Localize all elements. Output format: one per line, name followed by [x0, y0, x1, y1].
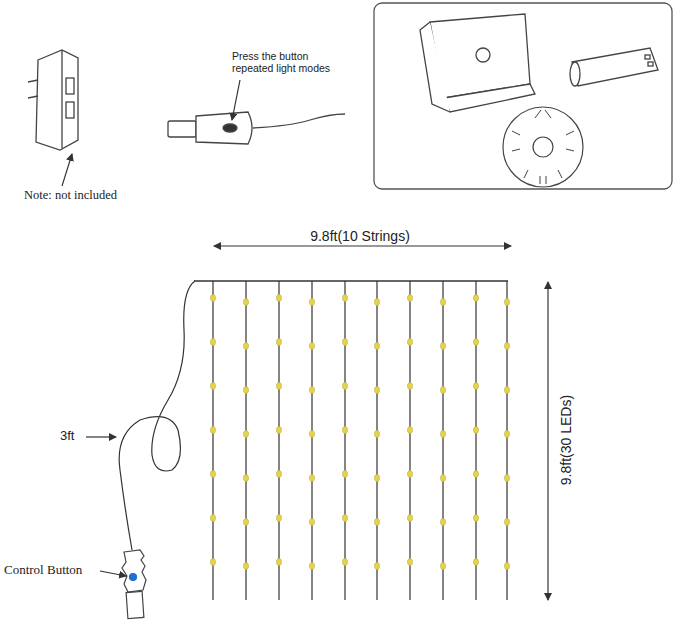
led [440, 563, 445, 570]
light-string [212, 281, 213, 600]
led [374, 519, 379, 526]
led [473, 339, 478, 346]
led [210, 471, 215, 478]
led [374, 563, 379, 570]
led [374, 431, 379, 438]
led [243, 475, 248, 482]
led [473, 471, 478, 478]
led [374, 387, 379, 394]
led [473, 559, 478, 566]
led [440, 343, 445, 350]
led [440, 387, 445, 394]
led [473, 427, 478, 434]
power-adapter [28, 50, 78, 150]
power-bank [570, 48, 658, 86]
led [342, 471, 347, 478]
usb-controller [168, 112, 345, 144]
led [210, 427, 215, 434]
led [473, 383, 478, 390]
note: Note: not included [24, 188, 117, 202]
led [210, 295, 215, 302]
led [210, 339, 215, 346]
led [374, 343, 379, 350]
light-string [245, 281, 246, 600]
led [342, 339, 347, 346]
led [407, 383, 412, 390]
led [342, 383, 347, 390]
length-label: 3ft [60, 429, 74, 444]
usb-plug [122, 550, 146, 619]
light-string [344, 281, 345, 600]
led [407, 427, 412, 434]
led [473, 295, 478, 302]
led [440, 475, 445, 482]
led [210, 559, 215, 566]
led [374, 475, 379, 482]
light-string [311, 281, 312, 600]
led [504, 299, 509, 306]
led [407, 295, 412, 302]
led [243, 299, 248, 306]
led [342, 295, 347, 302]
led [440, 431, 445, 438]
power-cord [119, 281, 195, 550]
led [440, 519, 445, 526]
led [504, 563, 509, 570]
light-string [442, 281, 443, 600]
led [276, 559, 281, 566]
led [342, 515, 347, 522]
led [309, 387, 314, 394]
laptop [420, 14, 535, 112]
led [276, 471, 281, 478]
led [276, 295, 281, 302]
power-source-panel [374, 3, 672, 189]
led [276, 339, 281, 346]
led [243, 563, 248, 570]
led [504, 431, 509, 438]
led [276, 427, 281, 434]
power-strip [503, 107, 583, 187]
light-string [409, 281, 410, 600]
light-string [376, 281, 377, 600]
led [407, 471, 412, 478]
led [276, 515, 281, 522]
led [309, 299, 314, 306]
led [342, 559, 347, 566]
width-dimension [214, 245, 511, 246]
led [504, 387, 509, 394]
top-wire [194, 280, 508, 282]
light-string [475, 281, 476, 600]
led [243, 343, 248, 350]
light-string [506, 281, 507, 600]
led [243, 431, 248, 438]
led [309, 431, 314, 438]
led [243, 519, 248, 526]
light-string [278, 281, 279, 600]
led [309, 563, 314, 570]
led [440, 299, 445, 306]
dimension-label: 9.8ft(30 LEDs) [558, 395, 574, 485]
led [210, 383, 215, 390]
light-strings [210, 281, 509, 600]
led [309, 343, 314, 350]
led [407, 515, 412, 522]
led [309, 475, 314, 482]
led [243, 387, 248, 394]
led [374, 299, 379, 306]
height-dimension [547, 282, 548, 600]
led [407, 559, 412, 566]
instruction-note: Press the button repeated light modes [232, 50, 352, 74]
led [210, 515, 215, 522]
led [473, 515, 478, 522]
led [342, 427, 347, 434]
led [504, 519, 509, 526]
led [504, 343, 509, 350]
led [309, 519, 314, 526]
led [276, 383, 281, 390]
dimension-label: 9.8ft(10 Strings) [310, 228, 410, 244]
led [504, 475, 509, 482]
part-label: Control Button [4, 563, 82, 578]
led [407, 339, 412, 346]
